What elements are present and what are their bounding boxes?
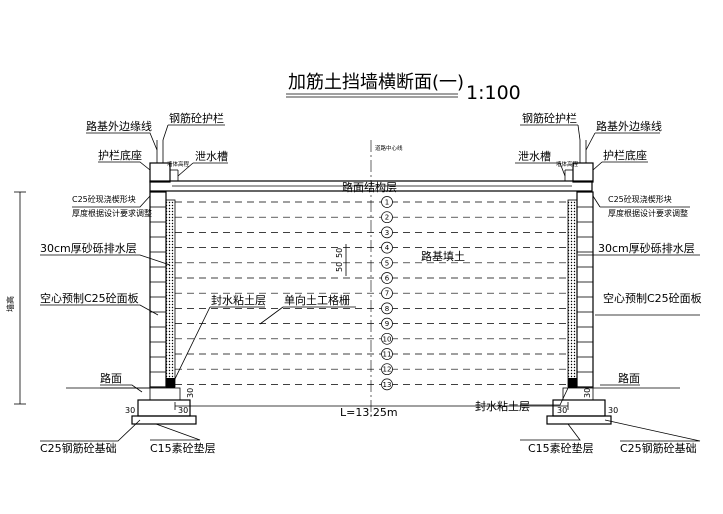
label-block-note-right-1: C25砼现浇楔形块 [608,194,672,204]
spacing-dim-1: 50 [335,262,344,272]
drawing-scale: 1:100 [466,82,521,104]
label-drain-gutter-right: 泄水槽 [518,150,551,163]
label-panel-right: 空心预制C25砼面板 [603,291,702,305]
label-fill: 路基填土 [421,249,465,263]
drawing-title: 加筋土挡墙横断面(一) [288,72,464,93]
label-block-note-left-1: C25砼现浇楔形块 [72,194,136,204]
pavement-layer-label: 路面结构层 [342,180,397,194]
layer-number-circle [381,196,393,208]
layer-number: 3 [385,229,389,237]
label-sand-drain-left: 30cm厚砂砾排水层 [40,241,137,255]
layer-number: 1 [385,199,389,207]
layer-number-circle [381,272,393,284]
dim-30-right-b: 30 [608,406,618,415]
right-guardrail [564,140,594,183]
left-foundation [131,387,197,425]
label-foundation-left: C25钢筋砼基础 [40,441,117,455]
label-road-surface-right: 路面 [618,372,640,385]
label-drain-gutter-left: 泄水槽 [195,150,228,163]
right-foundation [546,387,612,425]
label-clay-seal-left: 封水粘土层 [211,293,266,307]
left-facing-panels [149,191,167,388]
geogrid-layers [175,201,568,385]
label-guardrail-base-right: 护栏底座 [603,148,647,162]
layer-number: 5 [385,259,389,267]
dim-30-left-b: 30 [178,406,188,415]
layer-number-circle [381,256,393,269]
dim-30-left-a: 30 [125,406,135,415]
wall-height-label: 墙高 [5,296,15,312]
layer-number-circle [381,317,393,330]
layer-number-circle [381,287,393,300]
centerline-label: 道路中心线 [375,144,403,152]
label-panel-left: 空心预制C25砼面板 [40,291,139,305]
leader-lines [40,124,701,442]
layer-number-circle [381,241,393,254]
layer-number: 9 [385,320,389,328]
layer-number-circle [381,363,393,376]
layer-number: 11 [383,351,392,359]
label-guardrail-right: 钢筋砼护栏 [522,111,577,125]
left-clay-seal [166,378,175,388]
left-sand-drain [165,199,176,388]
right-clay-seal [568,378,577,388]
layer-number: 12 [383,366,392,374]
dim-30-left-c: 30 [186,388,195,398]
width-dimension: L=13.25m [340,406,398,419]
layer-number-circle [381,348,393,360]
label-clay-seal-right: 封水粘土层 [475,399,530,413]
label-cushion-left: C15素砼垫层 [150,441,216,455]
layer-number: 4 [385,244,390,252]
pavement-layer [149,180,593,192]
layer-number: 8 [385,305,389,313]
layer-number: 13 [383,381,392,389]
right-sand-drain [567,199,578,388]
layer-number-circle [381,302,393,315]
layer-number: 10 [383,335,392,343]
layer-number: 7 [385,290,389,298]
label-block-note-right-2: 厚度根据设计要求调整 [608,208,688,218]
label-foundation-right: C25钢筋砼基础 [620,441,697,455]
layer-number: 2 [385,214,389,222]
label-sand-drain-right: 30cm厚砂砾排水层 [598,241,695,255]
label-geogrid: 单向土工格栅 [284,293,350,307]
label-block-note-left-2: 厚度根据设计要求调整 [72,208,152,218]
label-subgrade-edge-left: 路基外边缘线 [86,119,152,133]
dim-30-right-a: 30 [557,406,567,415]
label-subgrade-edge-right: 路基外边缘线 [596,119,662,133]
label-gutter-note-right: 墙体高程 [556,160,579,168]
spacing-dim-2: 50 [335,248,344,258]
label-road-surface-left: 路面 [100,372,122,385]
layer-number-circle [381,226,393,239]
label-guardrail-left: 钢筋砼护栏 [169,111,224,125]
layer-number-circle [381,332,393,345]
layer-number-circle [381,211,393,224]
label-cushion-right: C15素砼垫层 [528,441,594,455]
label-guardrail-base-left: 护栏底座 [98,148,142,162]
dim-30-right-c: 30 [583,388,592,398]
label-gutter-note-left: 墙体高程 [167,160,190,168]
layer-number-circle [381,378,393,391]
layer-number: 6 [385,275,390,283]
left-guardrail [149,140,179,183]
right-facing-panels [576,191,594,388]
